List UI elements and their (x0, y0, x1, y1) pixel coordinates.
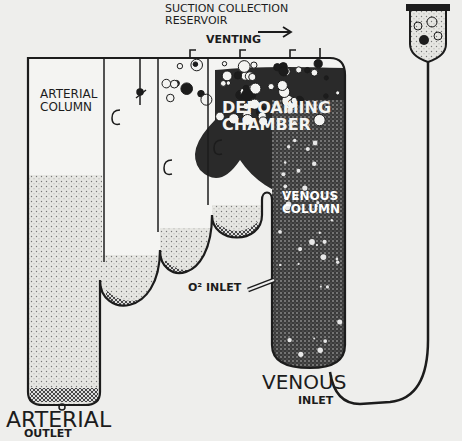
foam-bubble (305, 68, 310, 73)
foam-bubble (336, 91, 340, 95)
vessel-outline (28, 58, 345, 405)
foam-bubble (279, 67, 288, 76)
part-label: ARTERIAL COLUMN (40, 88, 102, 113)
venting-tubes (190, 48, 320, 58)
foam-bubble (324, 76, 328, 80)
foam-bubble (222, 62, 226, 66)
gas-bubble (318, 348, 323, 353)
gas-bubble (321, 254, 327, 260)
gas-bubble (284, 161, 287, 164)
trough-blood (160, 228, 214, 288)
gas-bubble (287, 338, 291, 342)
gas-bubble (312, 162, 316, 166)
foam-bubble (222, 71, 232, 81)
gas-bubble (331, 219, 333, 221)
foam-bubble (296, 67, 302, 73)
part-label: VENOUS (262, 372, 372, 393)
foam-bubble (177, 63, 182, 68)
gas-bubble (293, 139, 296, 142)
gas-bubble (313, 337, 315, 339)
direction-arrow (258, 27, 291, 37)
suction-reservoir (330, 4, 450, 404)
gas-bubble (313, 141, 318, 146)
gas-bubble (316, 244, 318, 246)
gas-bubble (278, 230, 282, 234)
baffles (104, 58, 222, 262)
trough-blood (212, 205, 264, 250)
part-label: VENOUS COLUMN (282, 190, 342, 215)
gas-bubble (326, 285, 329, 288)
foam-bubble (314, 60, 322, 68)
gas-bubble (298, 352, 303, 357)
foam-bubble (191, 59, 203, 71)
part-label: SUCTION COLLECTION RESERVOIR (165, 3, 305, 26)
part-label: INLET (298, 395, 358, 407)
foam-bubble (251, 62, 257, 68)
foam-bubble (193, 62, 198, 67)
gas-bubble (298, 263, 300, 265)
foam-bubble (201, 94, 212, 105)
foam-bubble (324, 94, 329, 99)
foam-bubbles (162, 59, 342, 357)
gas-bubble (306, 147, 310, 151)
gas-bubble (320, 286, 322, 288)
gas-bubble (281, 172, 285, 176)
gas-bubble (297, 169, 301, 173)
foam-bubble (220, 81, 226, 87)
part-label: DEFOAMING CHAMBER (222, 100, 332, 134)
part-label: OUTLET (24, 428, 104, 440)
arterial-blood (28, 175, 102, 407)
gas-bubble (298, 247, 302, 251)
foam-bubble (181, 83, 193, 95)
foam-bubble (268, 84, 274, 90)
filter-mesh (165, 260, 208, 279)
foam-bubble (249, 73, 256, 80)
gas-bubble (309, 239, 315, 245)
foam-bubble (170, 80, 178, 88)
gas-bubble (287, 145, 290, 148)
filter-mesh (30, 388, 98, 402)
gas-bubble (337, 320, 342, 325)
foam-bubble (234, 72, 241, 79)
foam-bubble (226, 81, 231, 86)
gas-bubble (323, 240, 327, 244)
foam-bubble (167, 94, 175, 102)
foam-bubble (162, 79, 171, 88)
gas-bubble (336, 261, 339, 264)
foam-bubble (238, 61, 250, 73)
gas-bubble (279, 264, 281, 266)
gas-bubble (283, 184, 287, 188)
gas-bubble (323, 339, 327, 343)
gas-bubble (319, 232, 321, 234)
trough-blood (100, 255, 162, 325)
gas-bubble (336, 258, 339, 261)
venous-blood (272, 100, 347, 370)
part-label: O² INLET (188, 282, 258, 294)
foam-bubble (311, 69, 318, 76)
o2-inlet-pipe (248, 280, 274, 290)
vessel-contents (28, 58, 348, 408)
part-label: VENTING (206, 34, 286, 46)
stopcock (136, 58, 146, 105)
foam-bubble (277, 81, 287, 91)
vessel-interior (28, 58, 348, 408)
